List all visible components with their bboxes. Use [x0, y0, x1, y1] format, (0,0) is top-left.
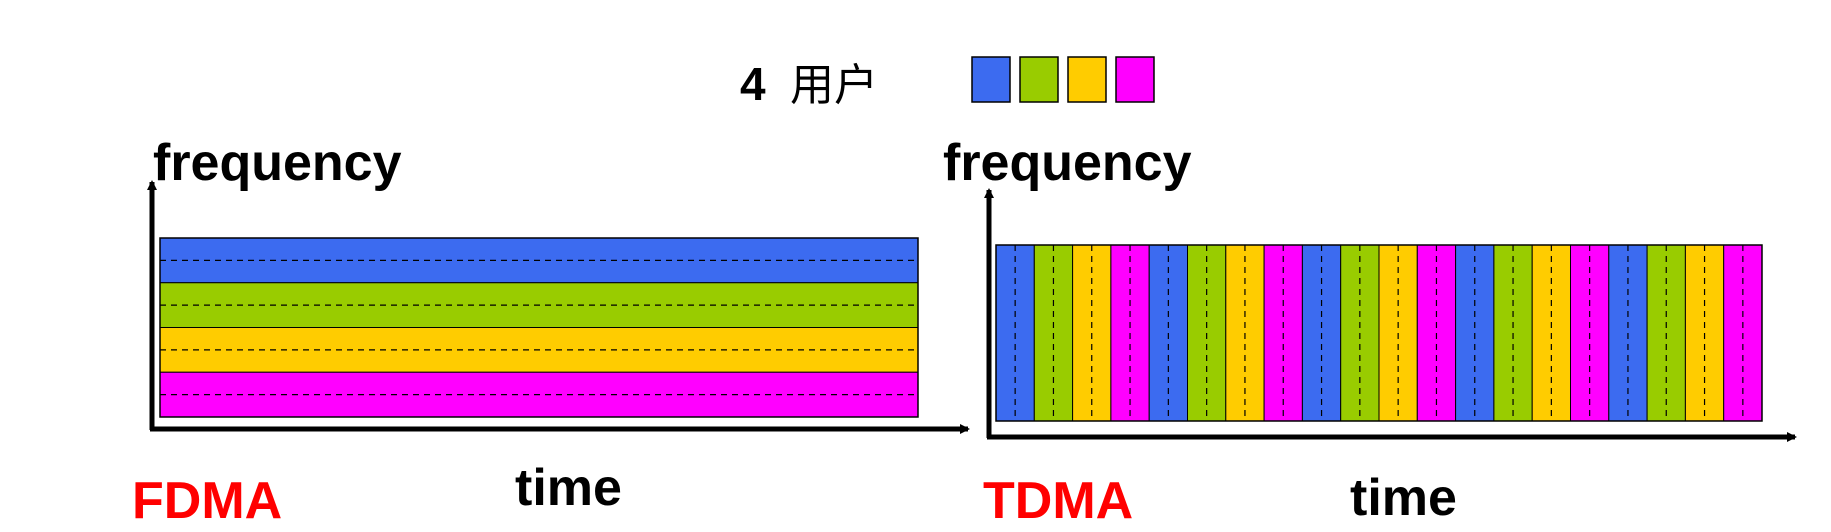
fdma-panel: frequency time FDMA — [132, 134, 970, 530]
tdma-label: TDMA — [983, 472, 1133, 530]
fdma-label: FDMA — [132, 472, 282, 530]
swatch-magenta — [1115, 56, 1155, 103]
tdma-y-axis-label: frequency — [943, 134, 1192, 192]
tdma-panel: frequency time TDMA — [943, 134, 1797, 530]
fdma-bands — [159, 237, 919, 418]
fdma-y-axis-label: frequency — [153, 134, 402, 192]
users-count: 4 — [740, 58, 766, 110]
fdma-frame — [159, 237, 919, 418]
swatch-yellow — [1067, 56, 1107, 103]
fdma-x-axis-label: time — [515, 459, 622, 517]
swatch-green — [1019, 56, 1059, 103]
users-label: 用户 — [790, 61, 878, 110]
swatch-blue — [971, 56, 1011, 103]
user-color-swatches — [971, 56, 1155, 103]
tdma-slots — [995, 244, 1763, 422]
tdma-frame — [995, 244, 1763, 422]
tdma-x-axis-label: time — [1350, 469, 1457, 527]
